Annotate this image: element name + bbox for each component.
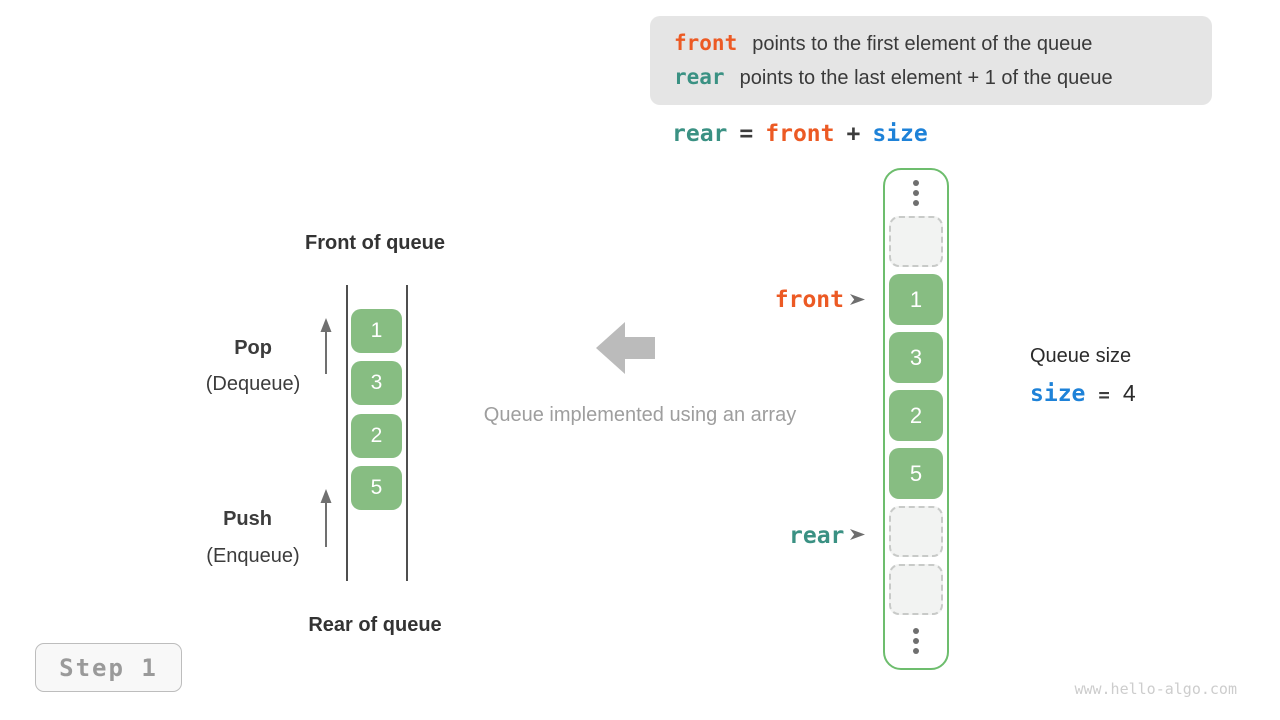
rear-pointer-arrow-icon	[850, 529, 865, 540]
enqueue-label: (Enqueue)	[206, 545, 300, 567]
watermark: www.hello-algo.com	[1074, 680, 1237, 698]
push-label: Push	[223, 508, 272, 530]
queue-element: 5	[351, 466, 402, 510]
array-cell-empty	[889, 564, 943, 615]
queue-size-value-row: size = 4	[1030, 380, 1136, 407]
step-badge: Step 1	[35, 643, 182, 692]
queue-size-label: Queue size	[1030, 345, 1132, 367]
array-cell-value: 1	[889, 274, 943, 325]
formula-size: size	[872, 121, 928, 147]
queue-channel-right-line	[406, 285, 408, 581]
rear-pointer-label: rear	[789, 523, 845, 549]
queue-element: 2	[351, 414, 402, 458]
formula-rear: rear	[672, 121, 728, 147]
formula: rear = front + size	[672, 121, 940, 147]
caption: Queue implemented using an array	[483, 404, 797, 426]
formula-equals: =	[739, 121, 754, 147]
queue-element: 1	[351, 309, 402, 353]
queue-channel-left-line	[346, 285, 348, 581]
front-pointer-label: front	[774, 287, 844, 313]
info-line-rear: rear points to the last element + 1 of t…	[674, 65, 1212, 90]
front-description: points to the first element of the queue	[752, 33, 1093, 55]
array-cell-value: 3	[889, 332, 943, 383]
front-keyword: front	[674, 31, 738, 55]
queue-element: 3	[351, 361, 402, 405]
formula-plus: +	[846, 121, 861, 147]
up-arrow-icon	[320, 318, 332, 374]
front-pointer-arrow-icon	[850, 294, 865, 305]
size-equals: =	[1098, 384, 1110, 406]
array-cell-value: 5	[889, 448, 943, 499]
rear-keyword: rear	[674, 65, 725, 89]
size-keyword: size	[1030, 381, 1086, 407]
info-box: front points to the first element of the…	[650, 16, 1212, 105]
array-cell-empty	[889, 506, 943, 557]
info-line-front: front points to the first element of the…	[674, 31, 1212, 56]
left-block-arrow-icon	[596, 322, 655, 374]
ellipsis-bottom-icon	[913, 628, 919, 654]
up-arrow-icon	[320, 489, 332, 547]
pop-label: Pop	[234, 337, 272, 359]
front-of-queue-label: Front of queue	[305, 232, 445, 254]
formula-front: front	[765, 121, 835, 147]
dequeue-label: (Dequeue)	[205, 373, 301, 395]
array-cell-empty	[889, 216, 943, 267]
rear-description: points to the last element + 1 of the qu…	[739, 67, 1113, 89]
array-cell-value: 2	[889, 390, 943, 441]
ellipsis-top-icon	[913, 180, 919, 206]
size-value: 4	[1122, 380, 1136, 406]
rear-of-queue-label: Rear of queue	[308, 614, 442, 636]
